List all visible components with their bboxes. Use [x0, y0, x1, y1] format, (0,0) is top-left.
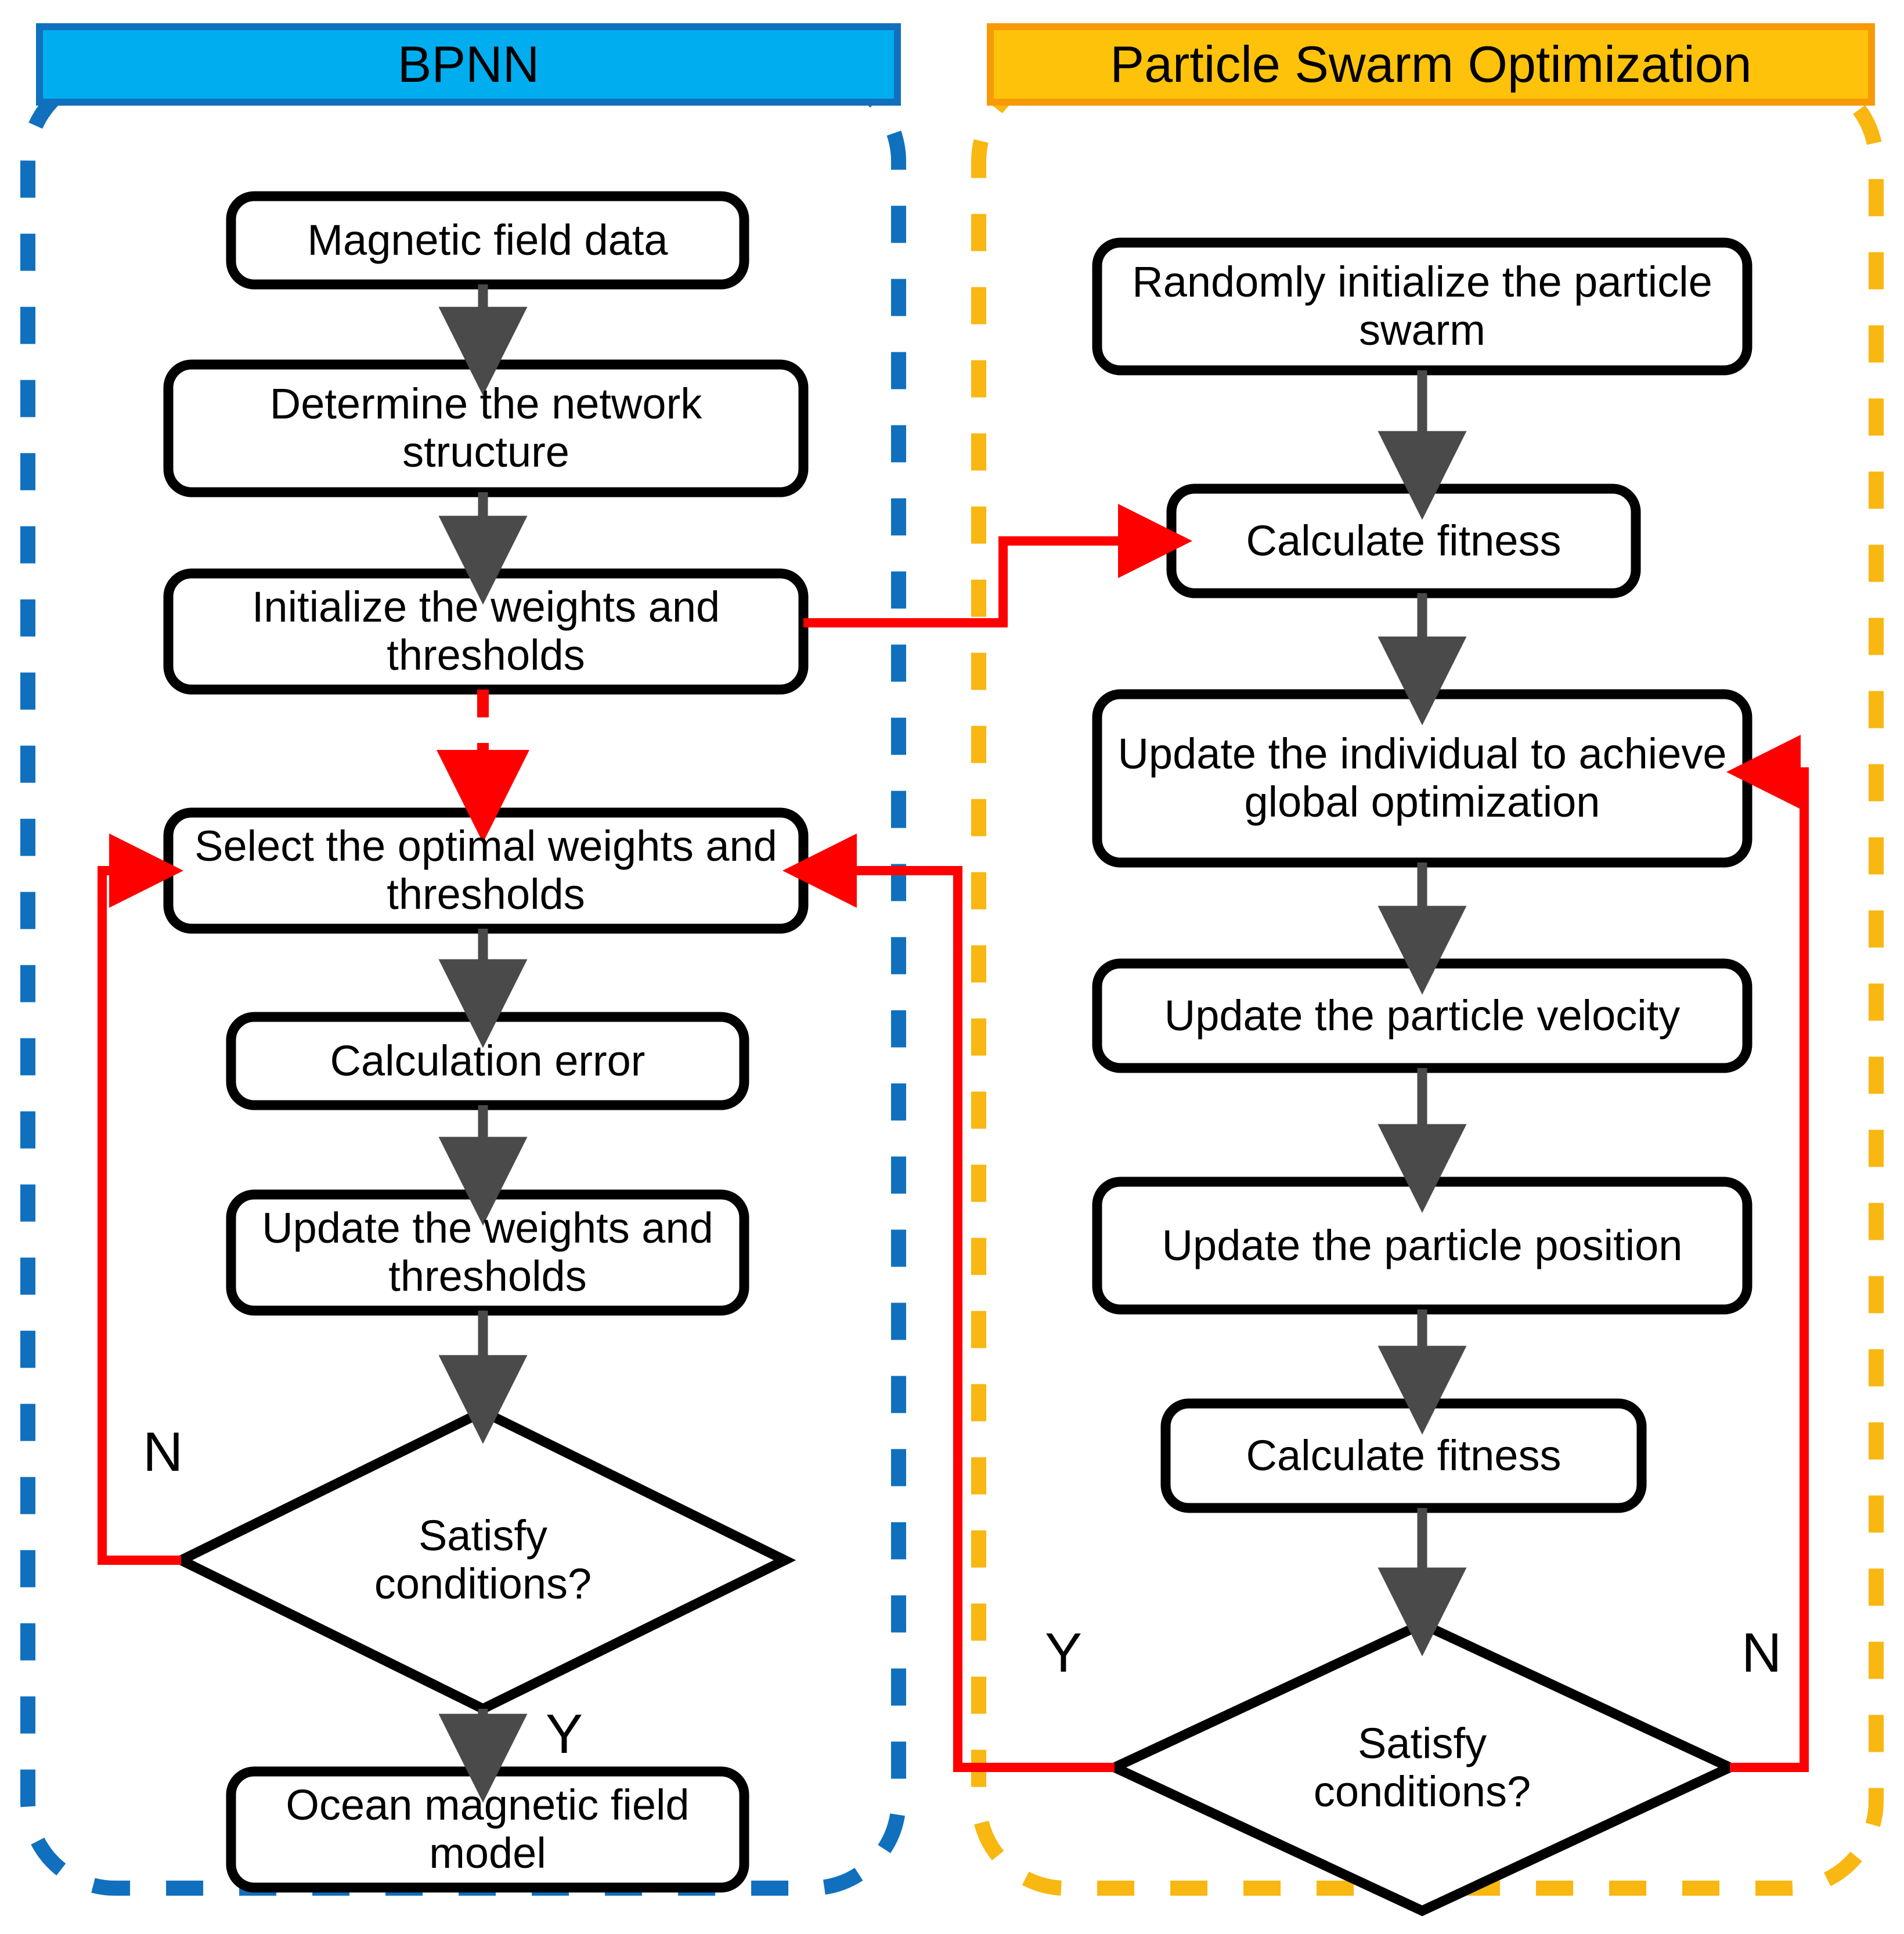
loop-left-no — [98, 834, 183, 1565]
link-initialize-to-calculate-fitness — [803, 504, 1192, 627]
branch-label-left-no: N — [143, 1421, 183, 1483]
header-bpnn: BPNN — [36, 23, 901, 106]
node-randomly-initialize-swarm[interactable] — [1092, 237, 1752, 376]
node-select-optimal-weights-thresholds[interactable] — [163, 807, 809, 934]
node-update-particle-position[interactable] — [1092, 1177, 1752, 1315]
loop-right-no — [1726, 735, 1809, 1772]
node-update-weights-thresholds[interactable] — [226, 1189, 749, 1316]
panel-pso — [971, 67, 1884, 1896]
node-magnetic-field-data[interactable] — [226, 191, 749, 290]
branch-label-right-yes: Y — [1045, 1622, 1083, 1684]
node-satisfy-conditions-left[interactable] — [170, 1406, 796, 1715]
node-update-particle-velocity[interactable] — [1092, 958, 1752, 1073]
node-satisfy-conditions-right[interactable] — [1102, 1618, 1742, 1917]
link-right-yes-to-select-optimal — [782, 834, 1115, 1772]
node-calculation-error[interactable] — [226, 1012, 749, 1110]
node-calculate-fitness-bottom[interactable] — [1160, 1398, 1647, 1513]
node-ocean-magnetic-field-model[interactable] — [226, 1766, 749, 1893]
branch-label-left-yes: Y — [546, 1703, 583, 1765]
node-initialize-weights-thresholds[interactable] — [163, 568, 809, 695]
node-determine-network-structure[interactable] — [163, 359, 809, 497]
node-calculate-fitness-top[interactable] — [1166, 483, 1641, 598]
header-pso: Particle Swarm Optimization — [987, 23, 1875, 106]
branch-label-right-no: N — [1741, 1622, 1782, 1684]
node-update-individual-global[interactable] — [1092, 689, 1752, 868]
